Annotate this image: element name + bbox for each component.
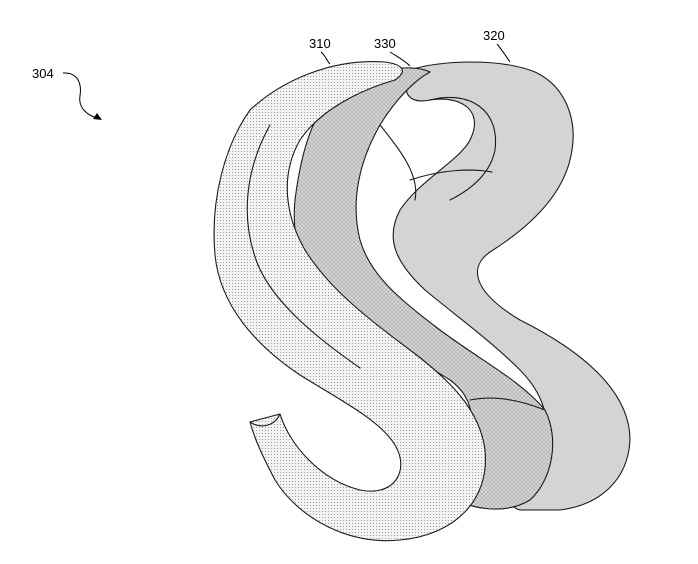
layer-320	[392, 61, 631, 511]
layer-330-inner-edge	[379, 124, 417, 201]
assembly-ref-label: 304	[32, 66, 54, 81]
layer-310-ref-label: 310	[309, 36, 331, 51]
layer-330-leader	[389, 51, 411, 67]
layer-320-inner-seam	[409, 169, 493, 181]
layer-320-ref-label: 320	[483, 28, 505, 43]
layer-330-ref-label: 330	[374, 36, 396, 51]
reference-labels: 310 330 320	[309, 28, 511, 67]
assembly-reference-304: 304	[32, 66, 102, 120]
layer-310-cut-end	[249, 413, 281, 427]
layer-320-inner-edge	[429, 96, 497, 201]
layer-310-body	[213, 61, 487, 542]
assembly-arrowhead	[93, 113, 102, 120]
layer-330-inner-seam	[469, 397, 546, 411]
assembly-leader-line	[62, 72, 99, 119]
layer-310	[213, 61, 487, 542]
layer-310-inner-edge	[246, 124, 361, 369]
layer-320-body	[392, 61, 631, 511]
layer-320-leader	[496, 43, 511, 63]
layer-310-leader	[320, 51, 331, 65]
